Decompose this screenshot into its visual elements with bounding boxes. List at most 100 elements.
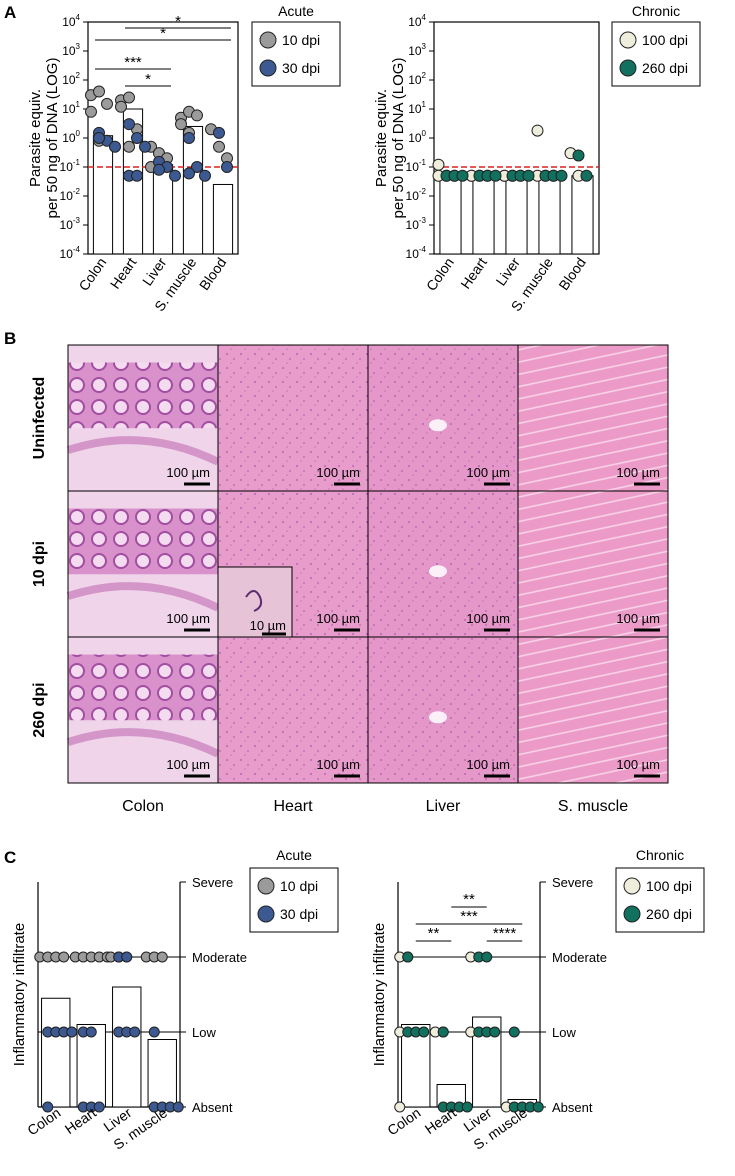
data-point: [461, 1101, 473, 1113]
data-point: [580, 169, 593, 182]
bar: [182, 125, 204, 255]
data-point: [191, 109, 203, 122]
data-point: [123, 140, 135, 153]
submucosa-band: [66, 728, 220, 758]
panel-letter-a: A: [4, 3, 16, 22]
submucosa-band: [66, 582, 220, 612]
inset-scale-label: 10 µm: [250, 618, 286, 633]
y-tick-label: 10-4: [60, 245, 81, 261]
row-label: Uninfected: [31, 377, 48, 460]
bar: [147, 1039, 177, 1108]
row-label: 260 dpi: [31, 682, 48, 737]
significance-label: *: [160, 25, 166, 42]
bar: [505, 175, 528, 255]
y-axis-title: per 50 ng of DNA (LOG): [390, 58, 407, 219]
data-point: [456, 169, 469, 182]
legend-marker: [623, 905, 641, 923]
y-tick-label: 104: [408, 13, 426, 29]
inset-nest: [245, 590, 263, 612]
y-axis-title: per 50 ng of DNA (LOG): [44, 58, 61, 219]
data-point: [402, 951, 414, 963]
bar: [41, 997, 71, 1108]
scale-bar-label: 100 µm: [316, 611, 360, 626]
bar: [92, 135, 114, 255]
legend-label: 30 dpi: [280, 906, 318, 922]
data-point: [153, 163, 165, 176]
level-label: Absent: [192, 1100, 233, 1115]
significance-label: ***: [124, 54, 142, 71]
scale-bar-label: 100 µm: [616, 757, 660, 772]
data-point: [123, 118, 135, 131]
histology-260-dpi-smuscle: 100 µm: [517, 636, 669, 784]
category-label: Blood: [196, 255, 230, 294]
muscle-fibers: [518, 637, 668, 783]
data-point: [148, 1026, 160, 1038]
legend-label: 30 dpi: [282, 60, 320, 76]
bar: [571, 175, 594, 255]
data-point: [489, 1026, 501, 1038]
significance-label: *: [145, 71, 151, 88]
histology-uninfected-heart: 100 µm: [217, 344, 369, 492]
data-point: [555, 169, 568, 182]
muscle-fibers: [518, 345, 668, 491]
histology-10-dpi-colon: 100 µm: [66, 490, 220, 638]
data-point: [93, 1101, 105, 1113]
level-label: Severe: [552, 875, 593, 890]
legend-marker: [259, 31, 277, 49]
legend-label: 10 dpi: [282, 32, 320, 48]
vessel-lumen: [429, 419, 447, 432]
legend-title: Chronic: [632, 3, 680, 19]
legend-marker: [257, 905, 275, 923]
data-point: [394, 1101, 406, 1113]
data-point: [42, 1101, 54, 1113]
data-point: [93, 132, 105, 144]
data-point: [213, 126, 225, 139]
y-tick-label: 103: [408, 42, 426, 58]
panel-letter-c: C: [4, 848, 16, 867]
data-point: [156, 951, 168, 963]
significance-label: **: [428, 925, 440, 942]
y-tick-label: 101: [408, 100, 426, 116]
column-label: Colon: [122, 798, 164, 815]
y-tick-label: 10-2: [406, 187, 427, 203]
y-axis-title: Inflammatory infiltrate: [371, 923, 388, 1066]
data-point: [101, 97, 113, 110]
chart-a-acute: 10410310210110010-110-210-310-4Parasite …: [27, 3, 341, 314]
data-point: [531, 124, 544, 137]
y-tick-label: 10-1: [406, 158, 427, 174]
y-tick-label: 104: [62, 13, 80, 29]
data-point: [93, 85, 105, 98]
bar: [472, 175, 495, 255]
column-label: S. muscle: [558, 798, 628, 815]
legend-label: 10 dpi: [280, 878, 318, 894]
data-point: [129, 1026, 141, 1038]
data-point: [121, 951, 133, 963]
bar: [439, 175, 462, 255]
histology-10-dpi-liver: 100 µm: [367, 490, 519, 638]
y-tick-label: 102: [408, 71, 426, 87]
histology-260-dpi-heart: 100 µm: [217, 636, 369, 784]
cell-border: [517, 636, 669, 784]
category-label: Heart: [107, 254, 140, 291]
data-point: [489, 169, 502, 182]
legend-title: Acute: [276, 847, 312, 863]
data-point: [109, 140, 121, 153]
data-point: [213, 140, 225, 153]
crypt-layer: [68, 508, 218, 575]
crypt-layer: [68, 362, 218, 429]
histology-uninfected-smuscle: 100 µm: [517, 344, 669, 492]
legend-label: 260 dpi: [642, 60, 688, 76]
level-label: Absent: [552, 1100, 593, 1115]
y-tick-label: 10-1: [60, 158, 81, 174]
scale-bar-label: 100 µm: [466, 757, 510, 772]
y-tick-label: 10-3: [60, 216, 81, 232]
tissue-texture: [368, 637, 518, 783]
significance-label: ****: [493, 925, 517, 942]
y-axis-title: Inflammatory infiltrate: [11, 923, 28, 1066]
y-tick-label: 10-3: [406, 216, 427, 232]
legend-marker: [259, 59, 277, 77]
y-tick-label: 10-2: [60, 187, 81, 203]
legend-title: Acute: [278, 3, 314, 19]
legend-marker: [619, 31, 637, 49]
